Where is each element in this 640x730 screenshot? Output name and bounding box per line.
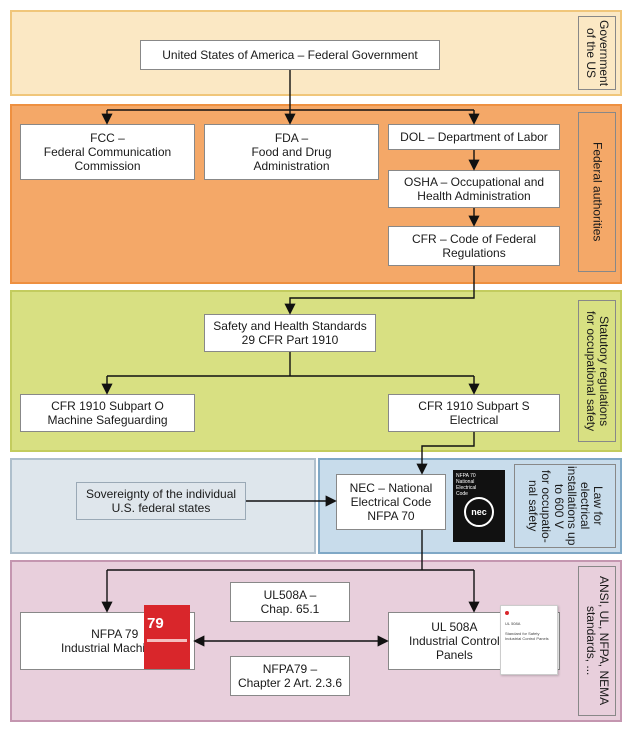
nfpa79-book-cover-image: 79: [144, 605, 190, 669]
nec-book-cover-image: NFPA 70 National Electrical Code nec: [453, 470, 505, 542]
nec-logo-icon: nec: [464, 497, 494, 527]
node-osha: OSHA – Occupational and Health Administr…: [388, 170, 560, 208]
ul-logo-icon: [505, 611, 509, 615]
node-fda: FDA – Food and Drug Administration: [204, 124, 379, 180]
nfpa79-book-stripe: [147, 639, 187, 642]
connector-cfr-safety: [284, 266, 475, 315]
nfpa79-book-number: 79: [147, 615, 164, 632]
node-us-federal-government: United States of America – Federal Gover…: [140, 40, 440, 70]
label-standards: ANSI, UL, NFPA, NEMA standards, ...: [578, 566, 616, 716]
label-statutory-regulations: Statutory regulations for occupational s…: [578, 300, 616, 442]
label-federal-authorities: Federal authorities: [578, 112, 616, 272]
node-fcc: FCC – Federal Communication Commission: [20, 124, 195, 180]
node-state-sovereignty: Sovereignty of the individual U.S. feder…: [76, 482, 246, 520]
node-nfpa79-chapter: NFPA79 – Chapter 2 Art. 2.3.6: [230, 656, 350, 696]
ul508a-book-title: UL 508A Standard for Safety Industrial C…: [505, 621, 549, 641]
label-nec-law: Law for electrical installations up to 6…: [514, 464, 616, 548]
node-nec: NEC – National Electrical Code NFPA 70: [336, 474, 446, 530]
nec-book-title: NFPA 70 National Electrical Code: [456, 473, 477, 497]
node-subpart-o: CFR 1910 Subpart O Machine Safeguarding: [20, 394, 195, 432]
label-government: Government of the US: [578, 16, 616, 90]
node-ul508a-chapter: UL508A – Chap. 65.1: [230, 582, 350, 622]
node-safety-health-standards: Safety and Health Standards 29 CFR Part …: [204, 314, 376, 352]
ul508a-book-cover-image: UL 508A Standard for Safety Industrial C…: [500, 605, 558, 675]
connector-subpart-s-nec: [416, 432, 475, 475]
